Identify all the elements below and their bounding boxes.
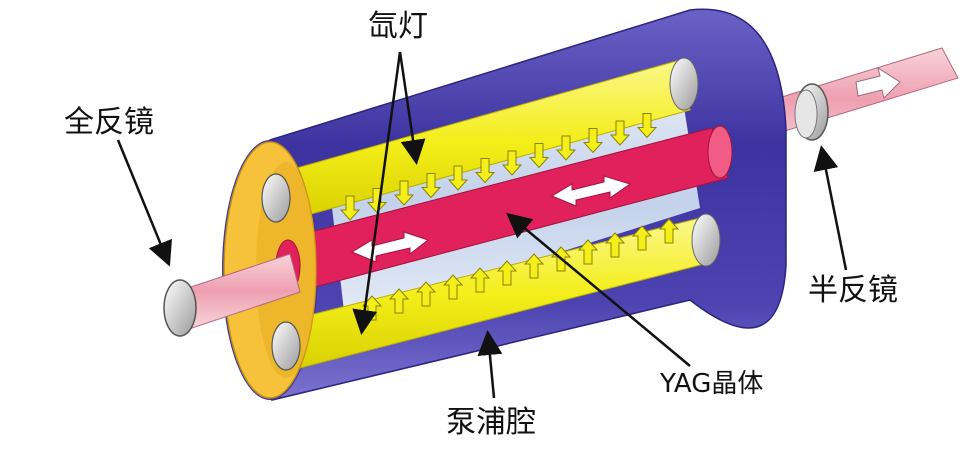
pump-arrow-up-icon (388, 288, 410, 314)
pump-arrow-up-icon (469, 267, 491, 293)
pump-arrow-up-icon (604, 232, 626, 258)
pump-arrow-down-icon (420, 173, 442, 199)
pump-arrow-up-icon (523, 253, 545, 279)
pump-arrow-down-icon (339, 195, 361, 221)
leader-lines (116, 51, 848, 399)
pump-arrow-down-icon (447, 165, 469, 191)
pump-arrow-down-icon (501, 150, 523, 176)
pump-arrow-down-icon (528, 143, 550, 169)
pump-arrows-up (361, 218, 680, 321)
pump-arrow-down-icon (609, 120, 631, 146)
half-mirror-label: 半反镜 (808, 273, 898, 308)
pump-arrow-down-icon (393, 180, 415, 206)
pump-arrow-down-icon (582, 128, 604, 154)
pump-cavity-label: 泵浦腔 (446, 405, 536, 440)
lower-lamp-cap (271, 321, 301, 371)
pump-arrow-down-icon (474, 158, 496, 184)
pump-arrow-up-icon (577, 239, 599, 265)
full-mirror (163, 279, 197, 337)
pump-arrow-up-icon (631, 225, 653, 251)
output-arrow-icon (855, 66, 901, 99)
upper-lamp-cap (261, 173, 291, 223)
pump-arrow-up-icon (658, 218, 680, 244)
pump-arrows-down (339, 113, 658, 221)
beam-arrow-icon-2 (550, 175, 632, 207)
half-mirror (794, 83, 829, 141)
pump-arrow-up-icon (415, 281, 437, 307)
pump-arrow-up-icon (442, 274, 464, 300)
pump-arrow-up-icon (496, 260, 518, 286)
beam-arrow-icon (350, 231, 430, 263)
full-mirror-label: 全反镜 (64, 105, 154, 140)
xenon-lamp-label: 氙灯 (368, 9, 428, 44)
pump-arrow-down-icon (555, 135, 577, 161)
yag-crystal-label: YAG晶体 (659, 369, 763, 399)
yag-crystal-rod (279, 125, 733, 293)
pump-arrow-down-icon (636, 113, 658, 139)
